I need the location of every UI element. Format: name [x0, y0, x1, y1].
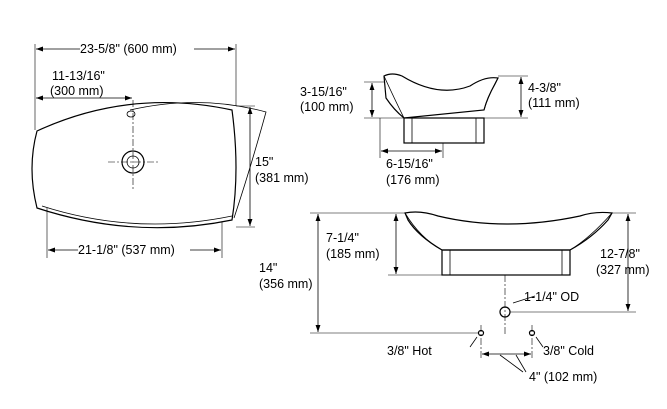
- side-total-height-in-label: 4-3/8": [528, 81, 561, 95]
- basin-depth-in-label: 15": [255, 155, 273, 169]
- bowl-height-in-label: 7-1/4": [326, 231, 359, 245]
- leader-line: [499, 354, 524, 373]
- side-inner-height-in-label: 3-15/16": [300, 85, 347, 99]
- leader-line: [469, 336, 478, 348]
- front-bowl-edge: [569, 212, 613, 251]
- basin-rim-front: [41, 205, 233, 225]
- faucet-hole: [126, 110, 136, 118]
- cold-supply-label: 3/8" Cold: [543, 344, 594, 358]
- front-bowl-edge: [404, 212, 443, 251]
- side-inner-height-mm-label: (100 mm): [300, 100, 353, 114]
- front-elevation: 1-1/4" OD 7-1/4" (185 mm) 14" (356 mm) 1…: [259, 211, 649, 384]
- bowl-height-mm-label: (185 mm): [326, 247, 379, 261]
- side-total-height-mm-label: (111 mm): [528, 96, 580, 110]
- rim-height-mm-label: (327 mm): [596, 263, 649, 277]
- leader-line: [535, 336, 544, 348]
- front-bowl-outline: [404, 211, 613, 251]
- drain-offset-mm-label: (300 mm): [50, 84, 103, 98]
- side-base: [403, 117, 485, 144]
- leader-line: [512, 295, 536, 304]
- front-base: [441, 249, 571, 276]
- floor-to-drain-mm-label: (356 mm): [259, 277, 312, 291]
- drain-od-label: 1-1/4" OD: [524, 290, 579, 304]
- base-width-mm-label: (176 mm): [386, 173, 439, 187]
- bottom-width-label: 21-1/8" (537 mm): [78, 243, 175, 257]
- base-width-in-label: 6-15/16": [386, 157, 433, 171]
- side-bowl-edge: [383, 75, 405, 119]
- top-view: 23-5/8" (600 mm) 11-13/16" (300 mm) 15" …: [31, 42, 308, 258]
- floor-to-drain-in-label: 14": [259, 261, 277, 275]
- basin-rim-back: [129, 102, 267, 219]
- supply-spacing-label: 4" (102 mm): [529, 370, 597, 384]
- side-bowl-edge: [483, 77, 499, 111]
- basin-outline: [31, 101, 237, 229]
- drain-offset-in-label: 11-13/16": [52, 69, 105, 83]
- overall-width-label: 23-5/8" (600 mm): [80, 42, 177, 56]
- side-view: 3-15/16" (100 mm) 4-3/8" (111 mm) 6-15/1…: [300, 73, 580, 187]
- hot-supply-label: 3/8" Hot: [387, 344, 432, 358]
- leader-line: [515, 354, 527, 373]
- side-bowl-outline: [383, 73, 499, 119]
- basin-depth-mm-label: (381 mm): [255, 171, 308, 185]
- rim-height-in-label: 12-7/8": [600, 247, 640, 261]
